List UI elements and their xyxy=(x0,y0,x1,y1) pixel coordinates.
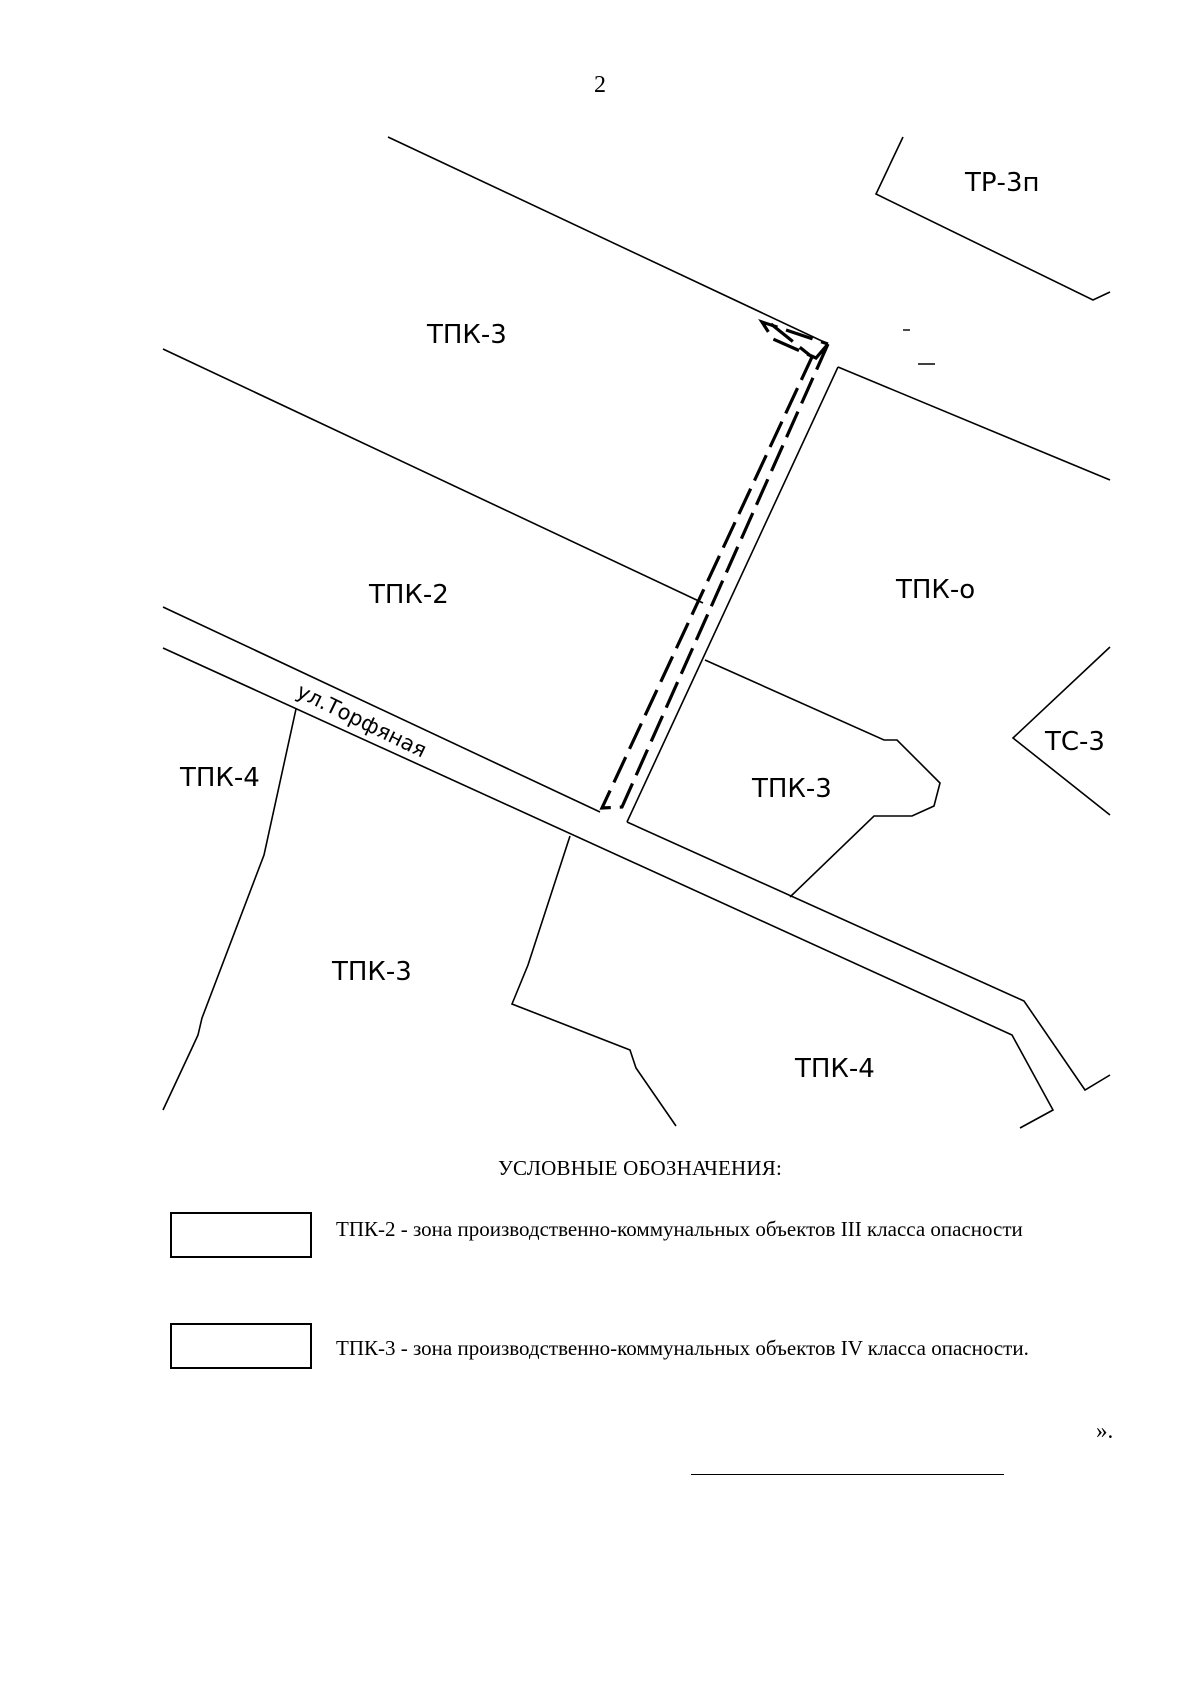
zone-label-tc3: ТС-3 xyxy=(1044,727,1105,757)
zone-label-tpk2: ТПК-2 xyxy=(368,580,449,610)
zoning-map: ТР-3п ТПК-3 ТПК-2 ТПК-о ТС-3 ТПК-4 ТПК-3… xyxy=(162,136,1111,1129)
zone-label-tpk3-south: ТПК-3 xyxy=(331,957,412,987)
boundary-tc3 xyxy=(1011,646,1111,816)
legend-swatch-tpk3 xyxy=(170,1323,312,1369)
zone-label-tpk3-north: ТПК-3 xyxy=(426,320,507,350)
zone-label-tpko: ТПК-о xyxy=(895,575,975,605)
street-north-edge-east xyxy=(626,821,1111,1092)
zone-label-tpk4-south: ТПК-4 xyxy=(794,1054,875,1084)
boundary-north xyxy=(387,136,825,343)
strip-east-edge xyxy=(626,366,839,823)
legend-swatch-tpk2 xyxy=(170,1212,312,1258)
street-south-edge xyxy=(162,647,1055,1129)
separator-line xyxy=(691,1474,1004,1475)
boundary-tpk4-south xyxy=(510,835,677,1127)
closing-quote: ». xyxy=(1096,1418,1114,1443)
subject-plot-outline xyxy=(599,319,830,810)
boundary-tpk3-center xyxy=(704,659,941,898)
legend-title: УСЛОВНЫЕ ОБОЗНАЧЕНИЯ: xyxy=(497,1156,783,1180)
boundary-tpk3-tpk2 xyxy=(162,348,704,604)
boundary-tr3p xyxy=(874,136,1111,301)
street-label-torfyanaya: ул.Торфяная xyxy=(293,679,431,763)
legend-text-tpk2: ТПК-2 - зона производственно-коммунальны… xyxy=(336,1217,1023,1241)
legend-text-tpk3: ТПК-3 - зона производственно-коммунальны… xyxy=(336,1336,1029,1360)
boundary-tpk4-west xyxy=(162,708,297,1111)
zone-label-tpk4-west: ТПК-4 xyxy=(179,763,260,793)
zone-label-tpk3-center: ТПК-3 xyxy=(751,774,832,804)
page-number: 2 xyxy=(594,72,606,98)
zone-label-tr3p: ТР-3п xyxy=(964,168,1039,198)
street-north-edge xyxy=(162,606,601,813)
boundary-tpko-north xyxy=(837,366,1111,481)
